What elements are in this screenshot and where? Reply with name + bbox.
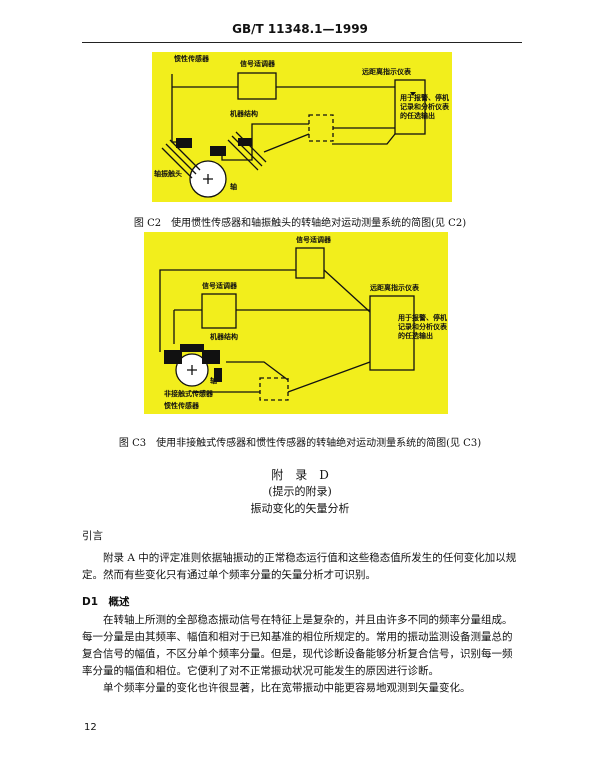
c2-remote-indicator-box: [394, 79, 426, 135]
figure-c3-diagram: [159, 247, 415, 401]
c3-label-signal-conditioner-top: 信号适调器: [296, 236, 331, 244]
c3-label-signal-conditioner-left: 信号适调器: [202, 282, 237, 290]
c3-signal-conditioner-left-box: [201, 293, 237, 329]
c3-dashed-box: [259, 377, 289, 401]
figure-c3: 信号适调器 信号适调器 远距离指示仪表 用于报警、停机记录和分析仪表的任选输出 …: [144, 232, 448, 414]
d1-paragraph-2: 单个频率分量的变化也许很显著，比在宽带振动中能更容易地观测到矢量变化。: [103, 682, 471, 694]
intro-paragraph: 附录 A 中的评定准则依据轴振动的正常稳态运行值和这些稳态值所发生的任何变化加以…: [82, 552, 517, 581]
d1-heading: D1 概述: [82, 596, 130, 608]
page-number: 12: [84, 722, 97, 733]
c3-remote-indicator-box: [369, 295, 415, 371]
d1-paragraph-1: 在转轴上所测的全部稳态振动信号在特征上是复杂的，并且由许多不同的频率分量组成。每…: [82, 614, 513, 677]
appendix-heading: 振动变化的矢量分析: [250, 502, 350, 515]
c2-label-machine-structure: 机器结构: [230, 110, 258, 118]
c2-label-signal-conditioner: 信号适调器: [240, 60, 275, 68]
figure-c3-caption: 图 C3 使用非接触式传感器和惯性传感器的转轴绝对运动测量系统的简图(见 C3): [118, 438, 482, 449]
c3-label-remote-indicator: 远距离指示仪表: [370, 284, 419, 292]
figure-c2-caption: 图 C2 使用惯性传感器和轴振触头的转轴绝对运动测量系统的简图(见 C2): [133, 218, 467, 229]
c2-label-remote-indicator: 远距离指示仪表: [362, 68, 411, 76]
appendix-subtitle: (提示的附录): [268, 485, 332, 498]
intro-heading: 引言: [82, 530, 103, 542]
c3-label-inertial-sensor: 惯性传感器: [164, 402, 199, 410]
c2-dashed-box: [308, 114, 334, 142]
figure-c2: 惯性传感器 信号适调器 远距离指示仪表 用于报警、停机记录和分析仪表的任选输出 …: [152, 52, 452, 202]
page-header: GB/T 11348.1—1999: [232, 22, 368, 36]
c2-label-shaft: 轴: [230, 183, 237, 191]
c3-label-machine-structure: 机器结构: [210, 333, 238, 341]
c3-label-output-note: 用于报警、停机记录和分析仪表的任选输出: [398, 314, 447, 340]
c2-signal-conditioner-box: [237, 72, 277, 100]
c3-label-noncontact-sensor: 非接触式传感器: [164, 390, 213, 398]
figure-c2-diagram: [161, 72, 426, 198]
header-rule: [82, 42, 522, 43]
c3-signal-conditioner-top-box: [295, 247, 325, 279]
c2-label-inertial-sensor: 惯性传感器: [174, 55, 209, 63]
c2-label-shaft-probe: 轴振触头: [154, 170, 182, 178]
appendix-title: 附 录 D: [271, 468, 329, 482]
c2-label-output-note: 用于报警、停机记录和分析仪表的任选输出: [400, 94, 449, 120]
c3-label-shaft: 轴: [210, 377, 217, 385]
